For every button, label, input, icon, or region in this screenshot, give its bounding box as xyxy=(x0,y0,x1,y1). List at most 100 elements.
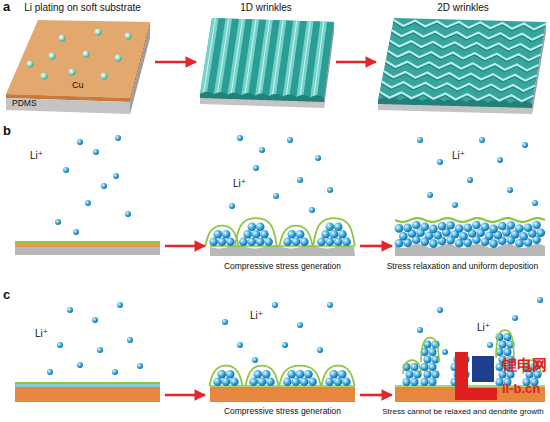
li-ion xyxy=(92,317,98,323)
li-atom xyxy=(94,28,101,35)
panel-letter: b xyxy=(3,124,11,139)
li-deposit xyxy=(342,237,351,246)
wrinkle-crest xyxy=(314,22,324,98)
li-ion xyxy=(237,135,243,141)
li-ion xyxy=(479,137,485,143)
stage-heading: 1D wrinkles xyxy=(196,2,336,14)
li-deposit xyxy=(218,370,227,379)
li-deposit xyxy=(472,221,481,230)
li-dendrite xyxy=(504,348,512,356)
li-dendrite xyxy=(424,356,432,364)
sei-film xyxy=(496,330,514,358)
sei-layer xyxy=(15,382,160,384)
li-deposit xyxy=(459,232,468,241)
sei-film xyxy=(321,366,354,386)
stage-heading: Li⁺ xyxy=(233,178,253,190)
cu-layer xyxy=(15,243,160,247)
li-deposit xyxy=(308,377,317,386)
cu-top-face xyxy=(6,20,150,98)
li-deposit xyxy=(395,224,404,233)
herringbone-ridge xyxy=(388,51,541,60)
li-deposit xyxy=(260,230,269,239)
li-dendrite xyxy=(421,363,429,371)
li-ion xyxy=(317,347,323,353)
stage-panel: Li⁺ xyxy=(10,292,165,404)
li-ion xyxy=(253,165,259,171)
panel-letter: c xyxy=(3,288,10,303)
cu-layer xyxy=(15,387,160,402)
step-caption: Stress cannot be relaxed and dendrite gr… xyxy=(376,407,550,416)
li-deposit xyxy=(507,221,516,230)
li-ion xyxy=(507,187,513,193)
wrinkle-crest xyxy=(300,21,310,97)
li-deposit xyxy=(264,237,273,246)
li-deposit xyxy=(304,370,313,379)
li-ion xyxy=(273,193,279,199)
li-deposit xyxy=(300,377,309,386)
li-ion xyxy=(229,203,235,209)
li-deposit xyxy=(300,237,309,246)
wrinkle-crest xyxy=(245,19,256,95)
li-deposit xyxy=(239,237,248,246)
li-deposit xyxy=(296,230,305,239)
li-deposit xyxy=(283,377,292,386)
li-deposit xyxy=(519,232,528,241)
sei-film xyxy=(279,226,312,246)
li-ion xyxy=(67,307,73,313)
stage-panel: Li⁺ xyxy=(205,128,360,260)
li-deposit xyxy=(330,230,339,239)
li-ion xyxy=(47,369,53,375)
li-ion xyxy=(117,302,123,308)
li-deposit xyxy=(288,230,297,239)
li-atom xyxy=(82,50,89,57)
li-deposit xyxy=(537,228,546,237)
li-deposit xyxy=(214,230,223,239)
li-ion xyxy=(127,337,133,343)
sei-film xyxy=(235,218,277,246)
li-dendrite xyxy=(429,363,437,371)
sei-film xyxy=(210,385,355,387)
pdms-side xyxy=(130,26,150,114)
li-ion xyxy=(125,211,131,217)
stage-panel: Li plating on soft substrateCuPDMS xyxy=(10,0,155,118)
li-dendrite xyxy=(421,378,429,386)
li-deposit xyxy=(524,223,533,232)
layer-label: Cu xyxy=(72,80,92,90)
li-deposit xyxy=(249,377,258,386)
li-ion xyxy=(427,192,433,198)
li-ion xyxy=(497,157,503,163)
stage-heading: Li⁺ xyxy=(452,150,472,162)
watermark-text: 锂电网 xyxy=(502,356,547,373)
process-arrow xyxy=(165,394,205,397)
li-deposit xyxy=(330,370,339,379)
li-deposit xyxy=(429,239,438,248)
li-deposit xyxy=(334,237,343,246)
li-ion xyxy=(222,319,228,325)
li-ion xyxy=(442,349,448,355)
step-caption: Compressive stress generation xyxy=(205,262,360,272)
pdms-layer xyxy=(210,246,355,256)
li-atom xyxy=(58,34,65,41)
process-arrow xyxy=(165,245,205,248)
li-deposit xyxy=(252,230,261,239)
stage-panel: 2D wrinkles xyxy=(376,0,550,118)
li-deposit xyxy=(256,222,265,231)
li-deposit xyxy=(325,377,334,386)
cu-layer xyxy=(210,387,355,402)
li-dendrite xyxy=(403,378,411,386)
stage-panel: Li⁺ xyxy=(392,128,550,260)
sei-film xyxy=(421,338,439,362)
li-atom xyxy=(40,72,47,79)
li-ion xyxy=(85,200,91,206)
wrinkle-crest xyxy=(231,19,243,95)
sei-layer xyxy=(15,241,160,243)
process-arrow xyxy=(360,394,392,397)
li-deposit xyxy=(226,237,235,246)
li-ion xyxy=(57,342,63,348)
li-deposit xyxy=(481,223,490,232)
li-deposit xyxy=(287,370,296,379)
wrinkle-valley xyxy=(317,22,334,98)
sei-film xyxy=(403,360,421,374)
